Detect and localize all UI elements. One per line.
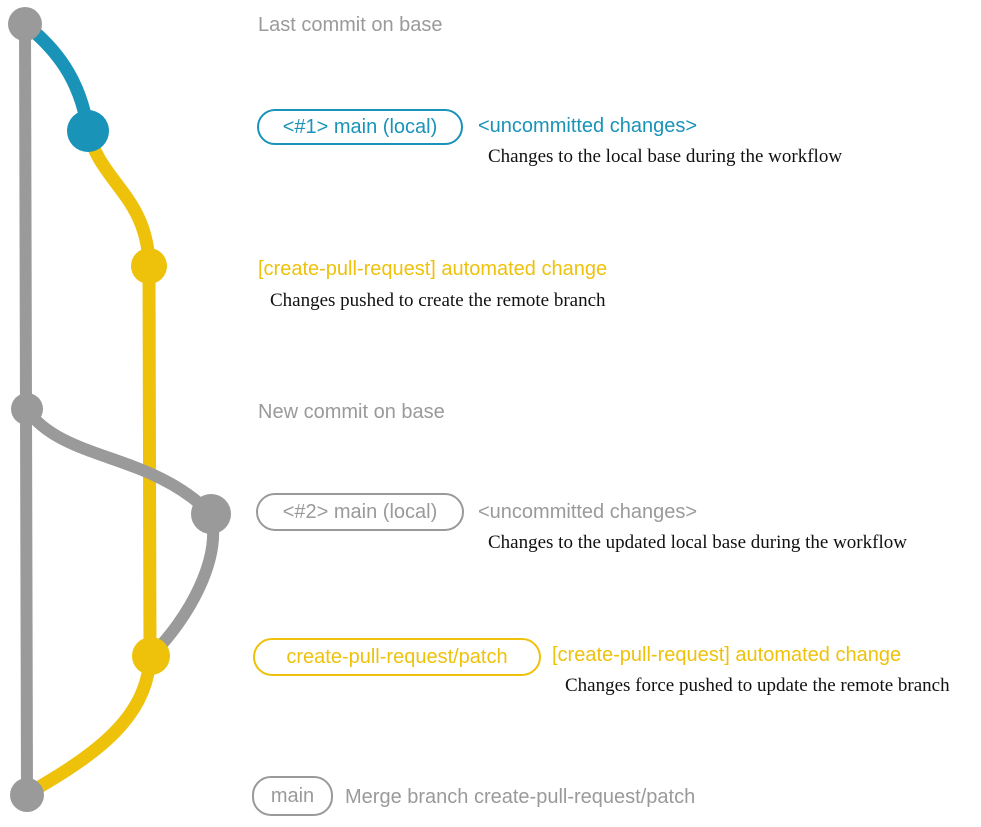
commit-title-automated-change-2: [create-pull-request] automated change [552,644,902,666]
commit-description-automated-change-1: Changes pushed to create the remote bran… [270,290,606,311]
commit-node-automated-change-2 [132,637,170,675]
commit-node-last-base [8,7,42,41]
branch-badge-create-pull-request-patch: create-pull-request/patch [253,638,541,676]
commit-title-uncommitted-1: <uncommitted changes> [478,115,698,137]
commit-node-uncommitted-2 [191,494,231,534]
commit-description-automated-change-2: Changes force pushed to update the remot… [565,675,950,696]
edge-merge-to-base [22,649,157,800]
commit-node-merge [10,778,44,812]
commit-node-uncommitted-1 [67,110,109,152]
commit-description-uncommitted-2: Changes to the updated local base during… [488,532,907,553]
commit-description-uncommitted-1: Changes to the local base during the wor… [488,146,843,167]
edge-push-to-remote-branch [81,123,156,273]
commit-node-new-base [11,393,43,425]
label-new-commit-on-base: New commit on base [258,401,445,423]
commit-title-automated-change-1: [create-pull-request] automated change [258,258,608,280]
edge-remote-branch-line [142,265,157,657]
commit-node-automated-change-1 [131,248,167,284]
edge-local-branch-2 [21,404,217,520]
label-merge-branch: Merge branch create-pull-request/patch [345,786,696,808]
commit-title-uncommitted-2: <uncommitted changes> [478,501,698,523]
branch-badge-main: main [252,776,333,816]
label-last-commit-on-base: Last commit on base [258,14,443,36]
edge-force-push [147,508,220,660]
branch-badge-main-local-1: <#1> main (local) [257,109,463,145]
branch-badge-main-local-2: <#2> main (local) [256,493,464,531]
